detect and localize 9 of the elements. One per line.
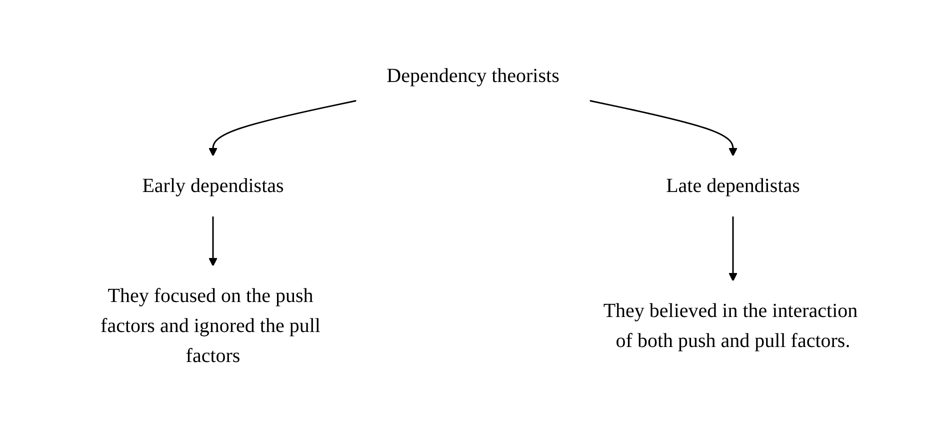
node-text: They focused on the push factors and ignored the pull factors [100, 285, 320, 367]
arrow [588, 100, 737, 156]
node-text: They believed in the interaction of both push and pull factors. [602, 300, 858, 352]
arrow [208, 216, 217, 266]
arrow [208, 100, 356, 156]
arrow [728, 216, 737, 282]
node-text: Early dependistas [142, 175, 284, 197]
node-text: Late dependistas [666, 175, 800, 197]
node-text: Dependency theorists [386, 65, 559, 87]
